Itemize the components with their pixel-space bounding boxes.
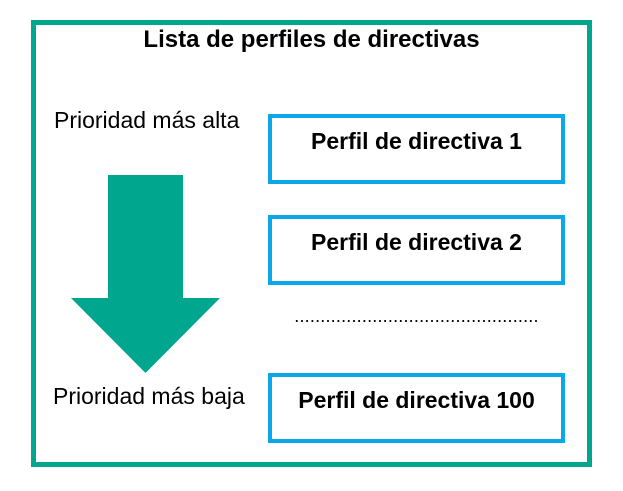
priority-down-arrow-icon (71, 175, 220, 373)
policy-profile-2-label: Perfil de directiva 2 (311, 229, 522, 255)
policy-profile-1-label: Perfil de directiva 1 (311, 128, 522, 154)
priority-lowest-label: Prioridad más baja (53, 383, 245, 409)
ellipsis-dots: ........................................… (294, 306, 539, 326)
policy-profile-box-100: Perfil de directiva 100 (268, 373, 565, 443)
diagram-frame (31, 20, 592, 467)
policy-profile-100-label: Perfil de directiva 100 (298, 387, 535, 413)
policy-profile-box-1: Perfil de directiva 1 (268, 114, 565, 184)
priority-highest-label: Prioridad más alta (54, 107, 240, 133)
policy-profile-box-2: Perfil de directiva 2 (268, 215, 565, 285)
diagram-title: Lista de perfiles de directivas (143, 26, 480, 53)
